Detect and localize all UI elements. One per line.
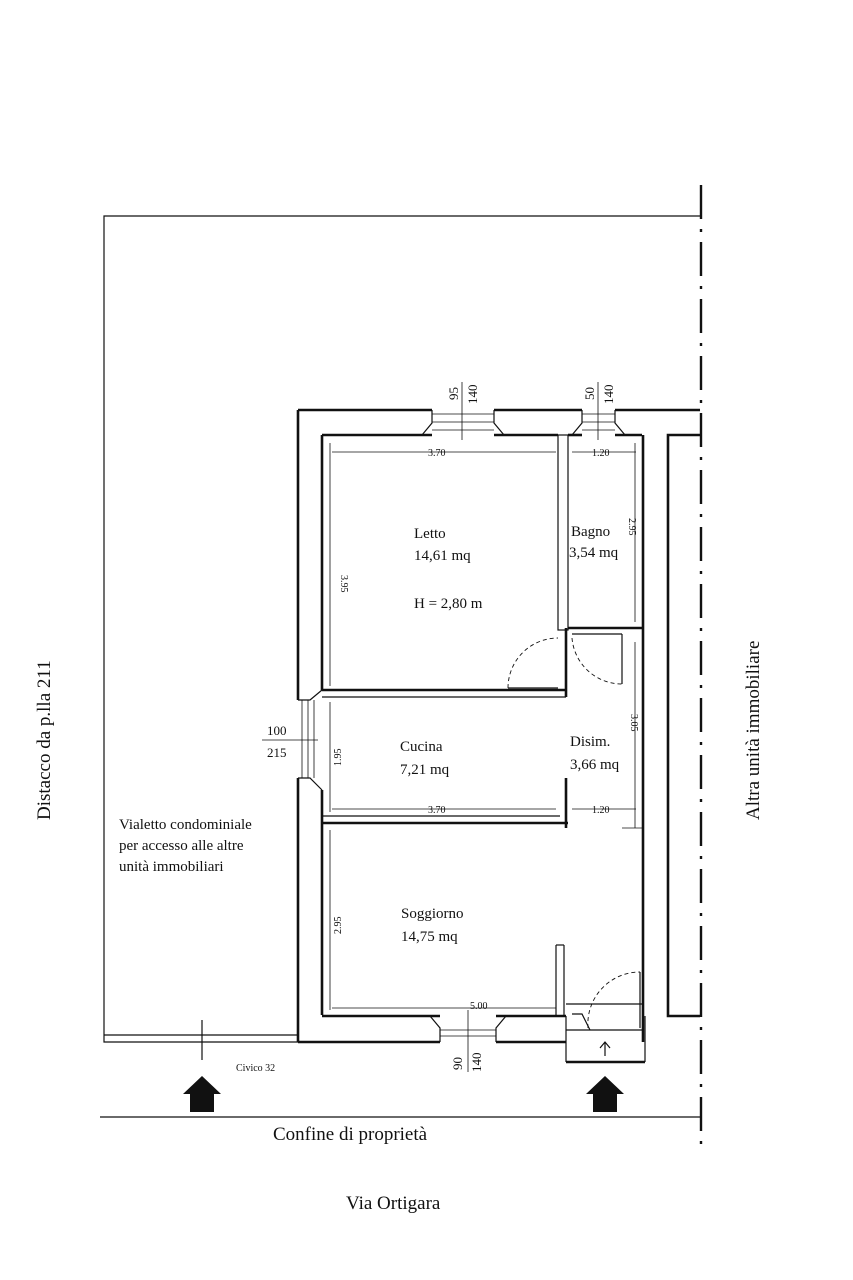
right-side-label: Altra unità immobiliare: [743, 641, 764, 820]
dim-soggiorno-width: 5.00: [470, 1001, 488, 1012]
window-bagno-width: 50: [582, 387, 597, 400]
entrance-arrow-icon: [586, 1076, 624, 1112]
room-name-soggiorno: Soggiorno: [401, 906, 464, 922]
room-area-disimpegno: 3,66 mq: [570, 757, 620, 773]
civic-number-label: Civico 32: [236, 1063, 275, 1074]
dim-bagno-depth: 2.95: [626, 518, 637, 536]
room-area-letto: 14,61 mq: [414, 548, 471, 564]
interior-partitions: [322, 434, 646, 1062]
dim-soggiorno-depth: 2.95: [333, 917, 344, 935]
entrance-arrows: [183, 1041, 624, 1112]
exterior-walls: [296, 408, 700, 1064]
room-area-bagno: 3,54 mq: [569, 545, 619, 561]
room-name-letto: Letto: [414, 526, 446, 542]
left-side-label: Distacco da p.lla 211: [34, 660, 55, 820]
dim-bagno-width: 1.20: [592, 448, 610, 459]
walkway-label-line2: per accesso alle altre: [119, 838, 244, 854]
dim-letto-width: 3.70: [428, 448, 446, 459]
dim-cucina-depth: 1.95: [333, 749, 344, 767]
room-name-cucina: Cucina: [400, 739, 443, 755]
street-name-label: Via Ortigara: [346, 1193, 441, 1214]
dim-disim-depth: 3.05: [628, 714, 639, 732]
lot-outline: [100, 215, 700, 1118]
room-area-cucina: 7,21 mq: [400, 762, 450, 778]
dim-disim-width: 1.20: [592, 805, 610, 816]
window-soggiorno-width: 90: [450, 1057, 465, 1070]
room-height-letto: H = 2,80 m: [414, 596, 483, 612]
walkway-label-line1: Vialetto condominiale: [119, 817, 252, 833]
window-recesses: [298, 410, 626, 1042]
walkway-label-line3: unità immobiliari: [119, 859, 224, 875]
window-cucina-height: 215: [267, 745, 287, 760]
property-boundary-label: Confine di proprietà: [273, 1124, 428, 1145]
window-soggiorno-height: 140: [469, 1053, 484, 1073]
room-name-bagno: Bagno: [571, 524, 610, 540]
window-bagno-height: 140: [601, 385, 616, 405]
window-cucina-width: 100: [267, 723, 287, 738]
dim-cucina-width: 3.70: [428, 805, 446, 816]
dimension-lines: [262, 382, 642, 1072]
room-name-disimpegno: Disim.: [570, 734, 610, 750]
entrance-arrow-icon: [183, 1076, 221, 1112]
door-swings: [507, 634, 641, 1031]
dim-letto-depth: 3.95: [338, 575, 349, 593]
window-letto-width: 95: [446, 387, 461, 400]
window-letto-height: 140: [465, 385, 480, 405]
room-area-soggiorno: 14,75 mq: [401, 929, 458, 945]
